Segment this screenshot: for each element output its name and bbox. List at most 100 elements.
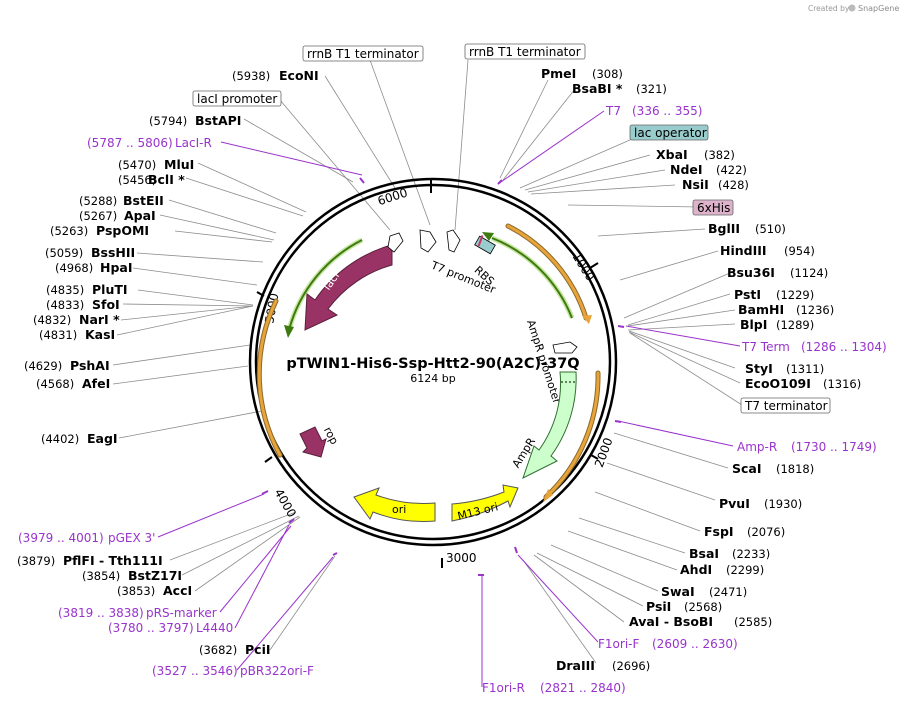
svg-text:(3819 .. 3838): (3819 .. 3838) [58,606,144,620]
svg-text:(428): (428) [718,178,749,192]
svg-text:(2568): (2568) [684,600,722,614]
svg-text:(4835): (4835) [46,283,84,297]
svg-text:(954): (954) [784,244,815,258]
feature-laci[interactable]: lacI [304,240,393,331]
svg-text:(321): (321) [636,82,667,96]
site-fspi: FspI [704,524,734,539]
site-psii: PsiI [646,599,671,614]
site-pvui: PvuI [719,496,750,511]
site-ecoo109i: EcoO109I [745,376,811,391]
site-eagi: EagI [87,431,118,446]
site-pspomi: PspOMI [96,223,149,238]
primer-laci-r: LacI-R [175,136,212,150]
svg-text:(2076): (2076) [747,525,785,539]
site-ahdi: AhdI [680,562,712,577]
plasmid-size: 6124 bp [410,372,455,385]
primer-l4440: L4440 [196,621,233,635]
primer-f1ori-r: F1ori-R [482,681,525,695]
site-bglii: BglII [708,221,740,236]
tick-marks [256,180,599,568]
site-hpai: HpaI [100,260,133,275]
feature-laci-promoter: lacI promoter [197,92,277,106]
primer-t7: T7 [605,104,621,118]
site-blpi: BlpI [740,317,767,332]
site-mlui: MluI [164,157,194,172]
svg-text:(3854): (3854) [82,569,120,583]
site-nsii: NsiI [682,177,709,192]
svg-text:(2821 .. 2840): (2821 .. 2840) [540,681,626,695]
his-tag-box [692,199,734,216]
site-styi: StyI [745,361,773,376]
feature-rop[interactable]: rop [299,425,341,458]
site-bsabi: BsaBI * [572,81,623,96]
svg-text:(3879): (3879) [17,554,55,568]
site-avai-bsobi: AvaI - BsoBI [629,614,713,629]
orf-arcs [256,223,601,502]
svg-text:(3780 .. 3797): (3780 .. 3797) [108,621,194,635]
svg-text:(4832): (4832) [33,313,71,327]
svg-text:(422): (422) [716,163,747,177]
svg-text:(1818): (1818) [776,462,814,476]
site-hindiii: HindIII [720,243,767,258]
feature-ampr[interactable]: AmpR [510,371,577,479]
svg-text:(1236): (1236) [796,303,834,317]
site-pflfi-tth111i: PflFI - Tth111I [63,553,163,568]
feature-lac-operator: lac operator [634,126,707,140]
primer-leader-lines [157,110,741,687]
feature-m13-ori[interactable]: M13 ori [451,484,519,523]
svg-text:(5456): (5456) [118,173,156,187]
site-bamhi: BamHI [738,302,784,317]
svg-text:(382): (382) [704,148,735,162]
site-draiii: DraIII [556,658,595,673]
svg-text:(1229): (1229) [776,288,814,302]
site-psti: PstI [734,287,761,302]
tick-label-4000: 4000 [272,486,299,519]
svg-text:(5794): (5794) [149,114,187,128]
backbone-outer [248,177,618,547]
svg-text:(2471): (2471) [709,585,747,599]
left-labels: rrnB T1 terminator rrnB T1 terminator (5… [17,43,586,678]
feature-rrnb-t1-terminator-2: rrnB T1 terminator [469,45,581,59]
primer-pbr322ori-f: pBR322ori-F [240,664,314,678]
terminator-arrows [387,229,578,354]
site-bstz17i: BstZ17I [128,568,182,583]
credit-app: SnapGene [858,4,899,13]
svg-text:(3527 .. 3546): (3527 .. 3546) [152,664,238,678]
svg-text:(1286 .. 1304): (1286 .. 1304) [801,340,887,354]
svg-text:(1316): (1316) [823,377,861,391]
feature-ori[interactable]: ori [353,487,436,523]
svg-text:(4833): (4833) [46,298,84,312]
site-pcii: PciI [245,642,271,657]
svg-text:(5288): (5288) [79,194,117,208]
lac-operator-box [629,124,709,141]
plasmid-name: pTWIN1-His6-Ssp-Htt2-90(A2C)-37Q [286,356,579,372]
site-bstapi: BstAPI [195,113,241,128]
primer-amp-r: Amp-R [737,440,777,454]
site-sfoi: SfoI [92,297,120,312]
svg-text:(1124): (1124) [790,266,828,280]
svg-text:(2585): (2585) [734,615,772,629]
backbone-inner [254,183,612,541]
feature-t7-terminator: T7 terminator [744,399,828,413]
label-leader-lines [112,59,743,664]
svg-text:(5938): (5938) [232,69,270,83]
svg-text:(5787 .. 5806): (5787 .. 5806) [87,136,173,150]
svg-text:(5470): (5470) [118,158,156,172]
svg-text:(3682): (3682) [199,643,237,657]
credit-text: Created by [808,4,850,13]
site-econi: EcoNI [279,68,319,83]
feature-rrnb-t1-terminator-1: rrnB T1 terminator [307,47,419,61]
site-nari: NarI * [79,312,120,327]
rrnb-t1-box-2 [464,43,586,60]
tick-label-3000: 3000 [446,551,477,565]
svg-text:(1311): (1311) [786,362,824,376]
svg-text:(5059): (5059) [45,246,83,260]
primer-f1ori-f: F1ori-F [598,637,639,651]
snapgene-logo-icon [848,4,856,12]
tick-label-2000: 2000 [592,436,616,469]
site-ndei: NdeI [670,162,703,177]
svg-text:(5267): (5267) [79,209,117,223]
site-scai: ScaI [732,461,762,476]
primer-pgex-3: pGEX 3' [108,531,155,545]
site-kasi: KasI [85,327,115,342]
